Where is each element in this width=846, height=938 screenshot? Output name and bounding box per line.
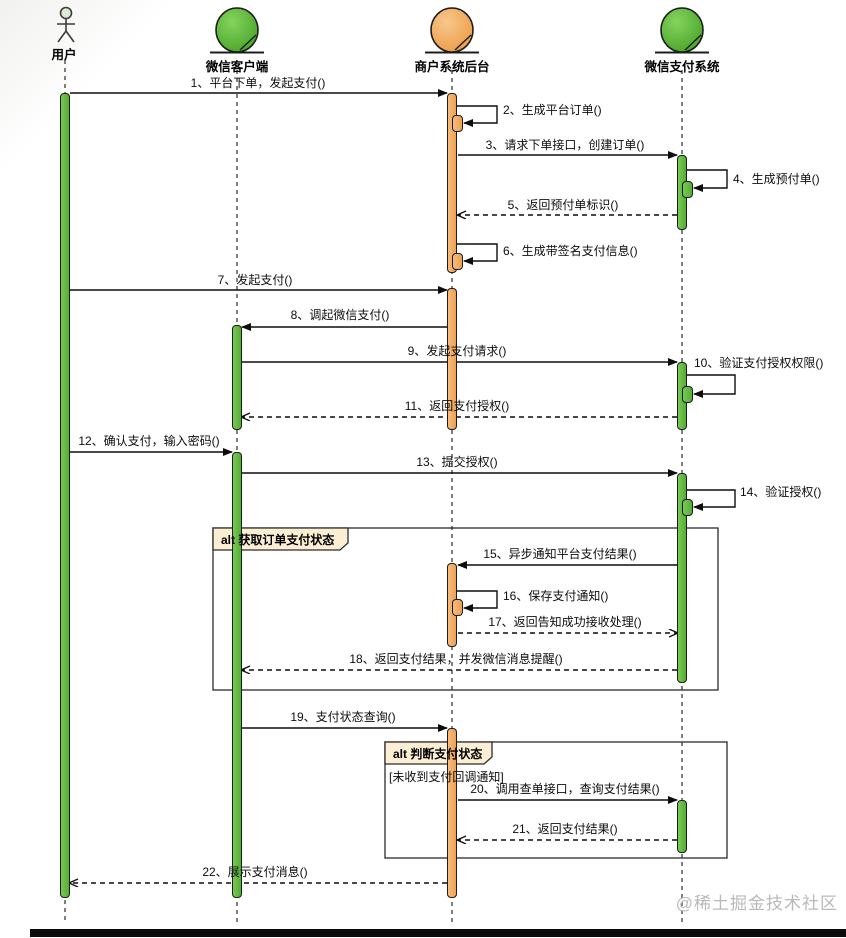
alt-frame-1-operator: alt [221,533,236,547]
actor-label-wechat-pay: 微信支付系统 [644,60,720,74]
alt-frame-2-guard: [未收到支付回调通知] [389,770,504,784]
message-14-self-arrow [687,489,736,511]
activation-wechat-pay-3 [677,473,687,683]
nested-activation-msg14 [682,499,693,516]
message-1-label: 1、平台下单，发起支付() [190,76,326,90]
nested-activation-msg10 [682,386,693,403]
activation-merchant-4 [447,728,457,898]
actor-label-wechat-client: 微信客户端 [205,60,269,74]
message-21-label: 21、返回支付结果() [512,822,618,836]
message-15-label: 15、异步通知平台支付结果() [483,547,637,561]
message-20-label: 20、调用查单接口，查询支付结果() [470,782,660,796]
message-2-label: 2、生成平台订单() [503,103,602,117]
message-17-label: 17、返回告知成功接收处理() [488,615,642,629]
message-19-label: 19、支付状态查询() [290,710,396,724]
alt-frame-2-label: alt 判断支付状态 [393,745,482,762]
alt-frame-1 [212,527,719,691]
activation-merchant-1 [447,93,457,273]
nested-activation-msg2 [452,115,463,132]
message-4-self-arrow [687,169,728,192]
message-22-label: 22、展示支付消息() [202,865,308,879]
activation-user [60,93,70,898]
message-18-label: 18、返回支付结果，并发微信消息提醒() [349,652,563,666]
nested-activation-msg6 [452,253,463,270]
alt-frame-1-title: 获取订单支付状态 [238,533,335,547]
activation-wechat-client-2 [232,452,242,898]
wechat-client-entity-icon [210,7,264,54]
alt-frame-2-label-shape [384,741,493,765]
actor-label-user: 用户 [51,48,77,62]
bottom-border-strip [30,929,846,937]
message-12-label: 12、确认支付，输入密码() [78,434,220,448]
message-6-self-arrow [457,243,498,265]
alt-frame-2-title: 判断支付状态 [410,747,483,761]
message-9-label: 9、发起支付请求() [407,344,507,358]
watermark: @稀土掘金技术社区 [675,894,838,913]
message-2-self-arrow [457,105,498,127]
user-actor-icon [57,6,75,43]
alt-frame-2 [384,741,728,859]
nested-activation-msg4 [682,181,693,198]
message-6-label: 6、生成带签名支付信息() [503,244,638,258]
message-16-self-arrow [457,590,498,612]
wechat-pay-entity-icon [655,7,709,54]
message-4-label: 4、生成预付单() [733,172,820,186]
message-16-label: 16、保存支付通知() [503,589,609,603]
activation-wechat-client-1 [232,325,242,430]
activation-wechat-pay-4 [677,800,687,853]
activation-merchant-2 [447,288,457,430]
message-14-label: 14、验证授权() [740,485,822,499]
alt-frame-2-operator: alt [393,747,408,761]
nested-activation-msg16 [452,599,463,616]
message-8-label: 8、调起微信支付() [290,308,390,322]
message-7-label: 7、发起支付() [217,273,293,287]
alt-frame-1-label: alt 获取订单支付状态 [221,531,334,548]
message-10-self-arrow [687,374,736,398]
actor-label-merchant-backend: 商户系统后台 [414,60,490,74]
message-13-label: 13、提交授权() [416,455,498,469]
merchant-backend-entity-icon [425,7,479,54]
message-5-label: 5、返回预付单标识() [507,198,619,212]
message-10-label: 10、验证支付授权权限() [694,356,824,370]
alt-frame-1-label-shape [212,527,349,551]
message-11-label: 11、返回支付授权() [404,399,510,413]
message-3-label: 3、请求下单接口，创建订单() [485,138,645,152]
